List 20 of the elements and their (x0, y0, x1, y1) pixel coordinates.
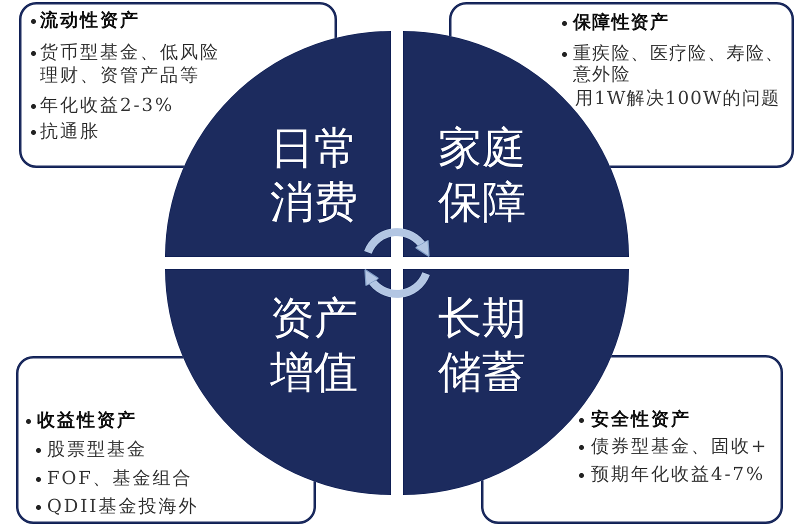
quadrant-label: 资产增值 (270, 292, 359, 400)
quadrant-label: 家庭保障 (438, 122, 527, 230)
list-item: FOF、基金组合 (47, 467, 193, 490)
list-item: 抗通胀 (40, 120, 100, 143)
card-heading: 流动性资产 (40, 9, 140, 32)
card-heading: 收益性资产 (37, 409, 137, 432)
list-item: 债券型基金、固收+ (591, 435, 768, 458)
quadrant-label: 长期储蓄 (438, 292, 527, 400)
list-item: 股票型基金 (47, 438, 147, 461)
list-item: 货币型基金、低风险理财、资管产品等 (40, 41, 221, 87)
list-item: 重疾险、医疗险、寿险、意外险 (573, 43, 786, 85)
note-text: 用1W解决100W的问题 (575, 88, 780, 109)
list-item: QDII基金投海外 (47, 495, 198, 518)
curved-arrow (364, 228, 430, 257)
list-item: 预期年化收益4-7% (591, 463, 766, 486)
list-item: 年化收益2-3% (40, 94, 174, 117)
quadrant-label: 日常消费 (270, 122, 359, 230)
curved-arrow (364, 269, 430, 298)
card-heading: 安全性资产 (591, 408, 691, 431)
card-heading: 保障性资产 (573, 12, 669, 33)
